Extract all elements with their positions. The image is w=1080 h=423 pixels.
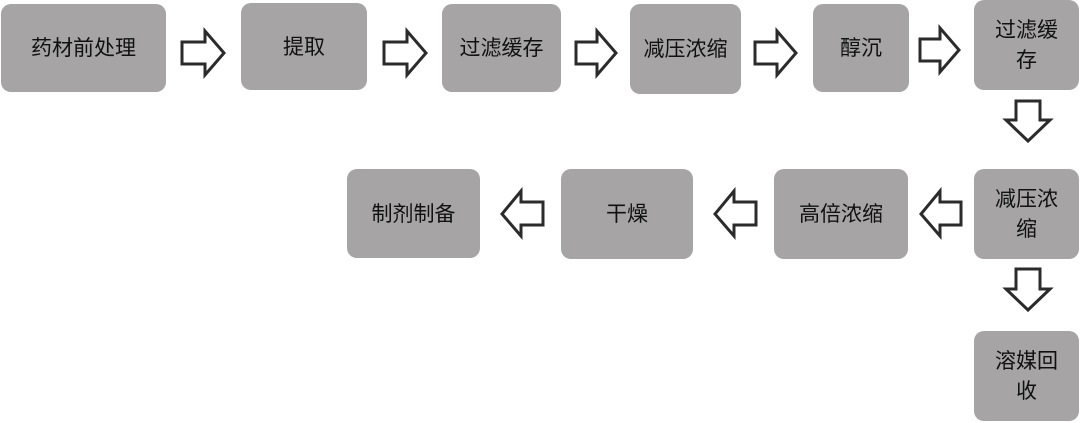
arrow-right-icon — [918, 23, 961, 77]
step-label: 过滤缓存 — [459, 36, 544, 60]
step-label: 过滤缓存 — [995, 18, 1058, 72]
arrow-right-icon — [574, 26, 618, 80]
step-solvent-recovery: 溶媒回收 — [974, 331, 1079, 421]
step-vacuum-concentration-1: 减压浓缩 — [630, 4, 741, 94]
step-filter-buffer-1: 过滤缓存 — [442, 4, 561, 92]
step-filter-buffer-2: 过滤缓存 — [974, 0, 1079, 90]
step-label: 提取 — [283, 34, 325, 59]
step-label: 制剂制备 — [371, 201, 456, 226]
arrow-right-icon — [382, 26, 428, 80]
step-alcohol-precipitation: 醇沉 — [813, 4, 909, 92]
step-formulation-preparation: 制剂制备 — [347, 169, 480, 258]
arrow-right-icon — [180, 26, 226, 80]
arrow-down-icon — [1002, 267, 1054, 313]
step-label: 高倍浓缩 — [799, 202, 883, 226]
step-label: 溶媒回收 — [995, 349, 1058, 403]
step-label: 醇沉 — [840, 36, 882, 60]
arrow-right-icon — [753, 26, 798, 80]
step-label: 减压浓缩 — [643, 37, 728, 61]
step-vacuum-concentration-2: 减压浓缩 — [974, 169, 1079, 259]
arrow-left-icon — [500, 186, 545, 241]
step-high-fold-concentration: 高倍浓缩 — [774, 169, 908, 259]
step-drying: 干燥 — [561, 169, 693, 259]
arrow-left-icon — [919, 186, 963, 241]
step-label: 减压浓缩 — [995, 187, 1058, 241]
arrow-left-icon — [713, 186, 758, 241]
step-label: 干燥 — [606, 202, 648, 226]
step-herb-pretreatment: 药材前处理 — [1, 4, 166, 92]
arrow-down-icon — [1002, 99, 1054, 144]
step-extraction: 提取 — [241, 3, 367, 90]
step-label: 药材前处理 — [31, 36, 136, 60]
